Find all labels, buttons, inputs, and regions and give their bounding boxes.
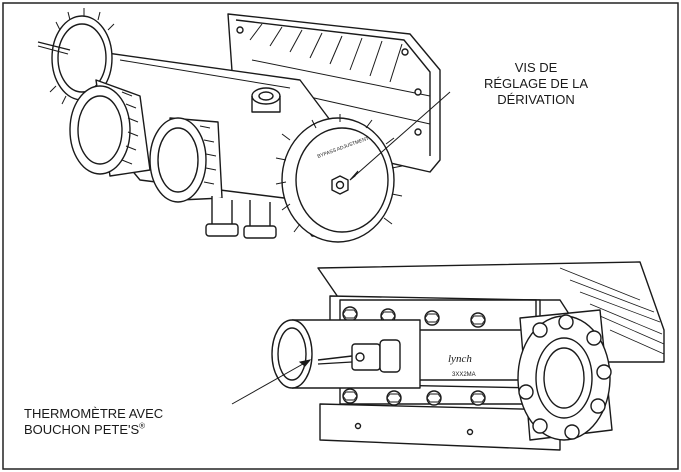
brand-mark: lynch bbox=[448, 353, 472, 365]
heater-code: 3XX2MA bbox=[452, 372, 476, 378]
bypass-callout-line-2: RÉGLAGE DE LA bbox=[483, 76, 589, 91]
thermometer-callout-leader bbox=[231, 359, 312, 405]
bypass-callout-line-3: DÉRIVATION bbox=[497, 92, 575, 107]
thermometer-callout: THERMOMÈTRE AVEC BOUCHON PETE'S® bbox=[24, 406, 224, 438]
thermometer-callout-line-2: BOUCHON PETE'S bbox=[24, 422, 140, 437]
bypass-callout-leader bbox=[349, 91, 451, 181]
bypass-screw-callout: VIS DE RÉGLAGE DE LA DÉRIVATION bbox=[452, 60, 620, 108]
thermometer-callout-line-1: THERMOMÈTRE AVEC bbox=[24, 406, 164, 421]
bypass-valve-assembly bbox=[37, 8, 441, 243]
heat-exchanger-assembly bbox=[271, 261, 665, 451]
bypass-callout-line-1: VIS DE bbox=[514, 60, 558, 75]
thermometer-callout-line-2-wrap: BOUCHON PETE'S® bbox=[24, 422, 224, 438]
registered-mark: ® bbox=[139, 421, 146, 431]
